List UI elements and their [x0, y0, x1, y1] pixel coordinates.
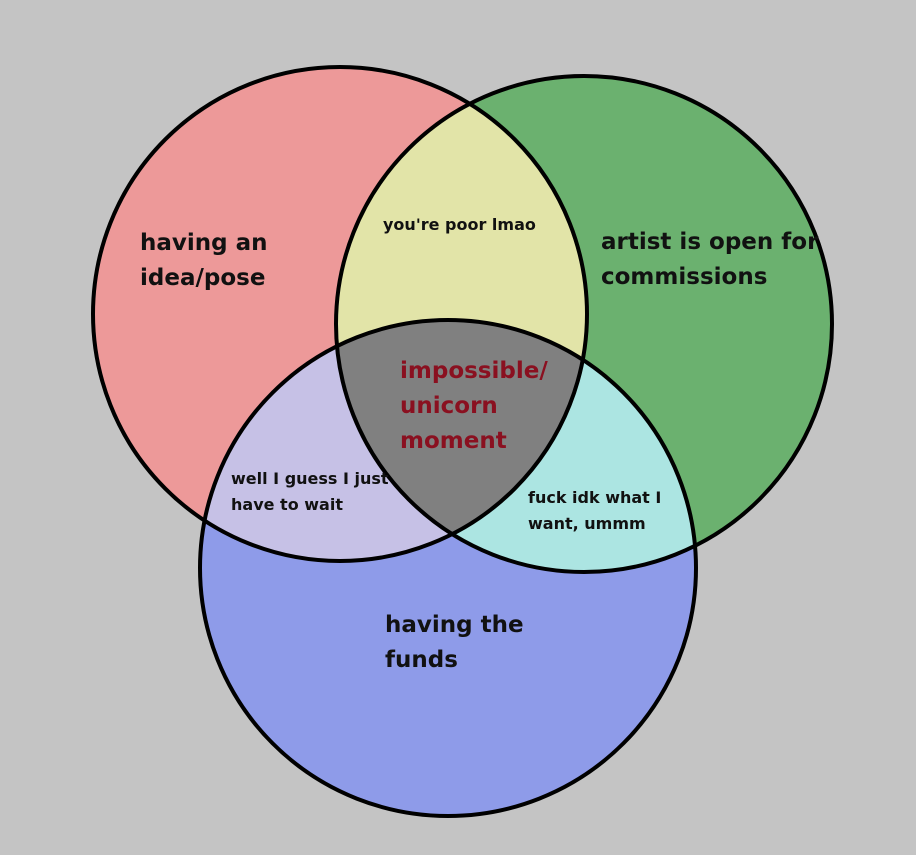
right-bottom-overlap-label: fuck idk what I want, ummm	[528, 485, 661, 537]
center-overlap-label-line2: unicorn	[400, 393, 498, 419]
left-bottom-overlap-label: well I guess I just have to wait	[231, 466, 389, 518]
left-set-label-line1: having an	[140, 230, 268, 256]
left-bottom-overlap-label-line1: well I guess I just	[231, 469, 389, 488]
center-overlap-label: impossible/ unicorn moment	[400, 354, 548, 459]
left-right-overlap-label: you're poor lmao	[383, 212, 536, 238]
circle-right-outline	[334, 74, 834, 574]
right-bottom-overlap-label-line1: fuck idk what I	[528, 488, 662, 507]
right-set-label-line2: commissions	[601, 264, 768, 290]
bottom-set-label: having the funds	[385, 608, 524, 678]
right-set-label-line1: artist is open for	[601, 229, 819, 255]
center-overlap-label-line3: moment	[400, 428, 507, 454]
left-set-label: having an idea/pose	[140, 226, 268, 296]
right-bottom-overlap-label-line2: want, ummm	[528, 514, 646, 533]
center-overlap-label-line1: impossible/	[400, 358, 548, 384]
bottom-set-label-line2: funds	[385, 647, 458, 673]
circle-bottom-outline	[198, 318, 698, 818]
left-set-label-line2: idea/pose	[140, 265, 266, 291]
left-right-overlap-label-line1: you're poor lmao	[383, 215, 536, 234]
bottom-set-label-line1: having the	[385, 612, 524, 638]
left-bottom-overlap-label-line2: have to wait	[231, 495, 343, 514]
right-set-label: artist is open for commissions	[601, 225, 818, 295]
circle-left-outline	[91, 65, 589, 563]
